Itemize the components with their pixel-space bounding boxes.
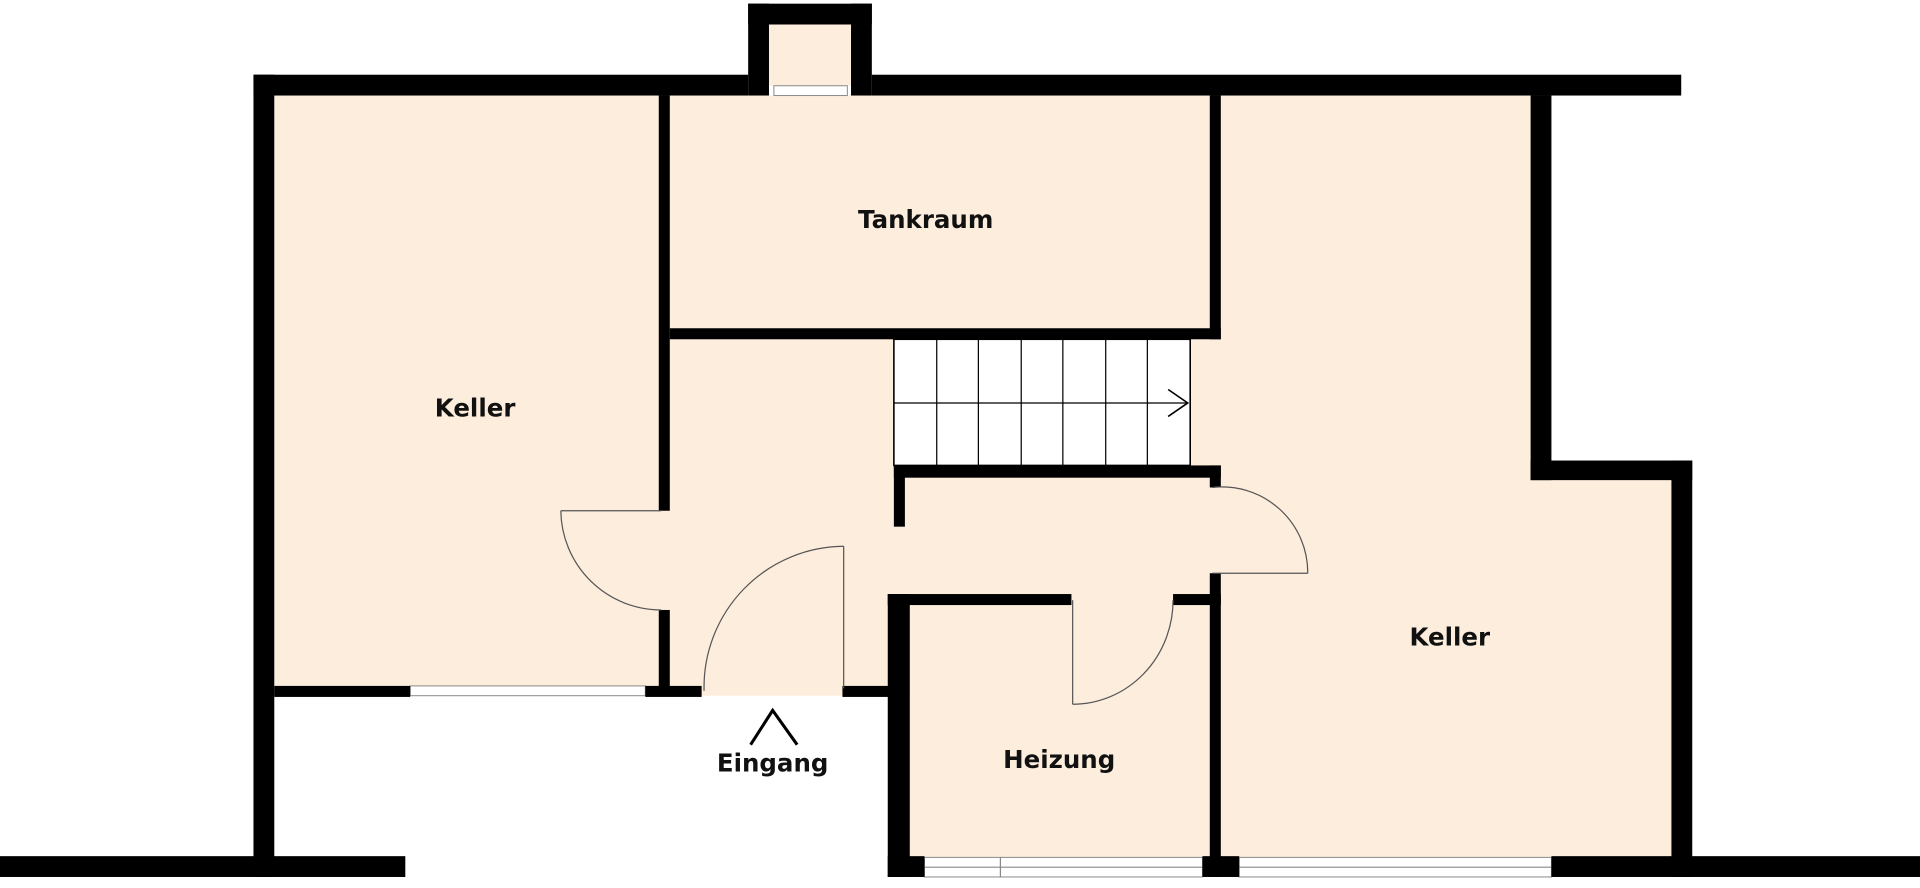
- door-keller-left: [560, 510, 662, 611]
- entrance-arrow-icon: [749, 707, 799, 746]
- room-label-heizung: Heizung: [1003, 745, 1115, 774]
- room-label-tankraum: Tankraum: [858, 205, 993, 234]
- door-heizung: [1072, 600, 1174, 705]
- room-label-keller-left: Keller: [435, 393, 516, 422]
- door-keller-right: [1212, 486, 1309, 574]
- room-label-keller-right: Keller: [1409, 622, 1490, 651]
- staircase: [893, 338, 1191, 467]
- entrance-label: Eingang: [717, 749, 829, 778]
- walls: [0, 3, 1920, 877]
- stair-arrow-icon: [1167, 388, 1190, 418]
- door-entrance: [703, 545, 845, 691]
- chimney-floor: [768, 24, 852, 86]
